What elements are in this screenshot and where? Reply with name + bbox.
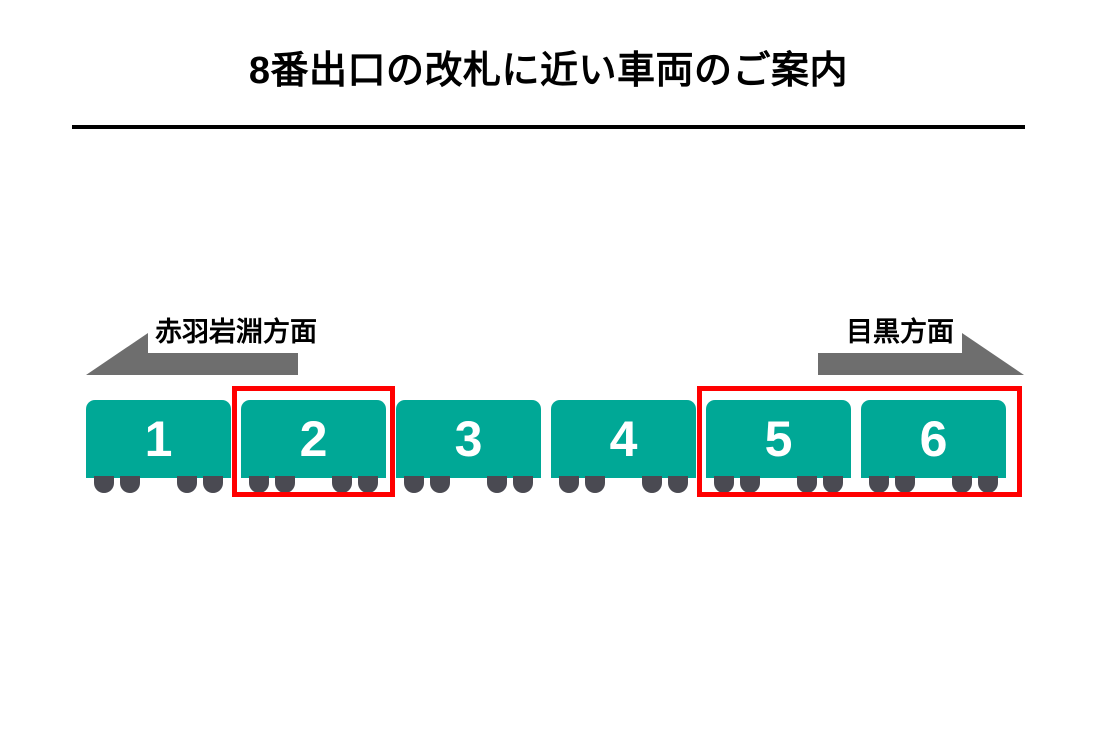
wheel-icon [404, 476, 424, 493]
highlight-box-car-2 [232, 386, 395, 497]
wheel-icon [585, 476, 605, 493]
bogie-front [559, 476, 605, 493]
wheel-icon [120, 476, 140, 493]
car-number-label: 3 [454, 411, 483, 467]
wheel-icon [430, 476, 450, 493]
page-title: 8番出口の改札に近い車両のご案内 [248, 50, 849, 92]
car-number-label: 1 [144, 411, 173, 467]
wheel-icon [513, 476, 533, 493]
wheel-icon [203, 476, 223, 493]
direction-indicator-left: 赤羽岩淵方面 [86, 315, 386, 375]
car-body [551, 400, 696, 478]
car-body [396, 400, 541, 478]
bogie-rear [177, 476, 223, 493]
bogie-rear [642, 476, 688, 493]
arrow-left-icon [86, 333, 298, 375]
wheel-icon [177, 476, 197, 493]
bogie-front [94, 476, 140, 493]
title-divider [72, 125, 1025, 129]
direction-label-left: 赤羽岩淵方面 [155, 317, 317, 347]
wheel-icon [559, 476, 579, 493]
train-car-1: 1 [86, 400, 231, 493]
bogie-front [404, 476, 450, 493]
arrow-right-icon [818, 333, 1024, 375]
wheel-icon [94, 476, 114, 493]
direction-indicator-right: 目黒方面 [818, 315, 1024, 375]
direction-label-right: 目黒方面 [846, 317, 954, 347]
car-number-label: 4 [609, 411, 638, 467]
highlight-box-cars-5-6 [697, 386, 1022, 497]
train-car-4: 4 [551, 400, 696, 493]
car-body [86, 400, 231, 478]
bogie-rear [487, 476, 533, 493]
wheel-icon [642, 476, 662, 493]
wheel-icon [487, 476, 507, 493]
train-car-3: 3 [396, 400, 541, 493]
wheel-icon [668, 476, 688, 493]
